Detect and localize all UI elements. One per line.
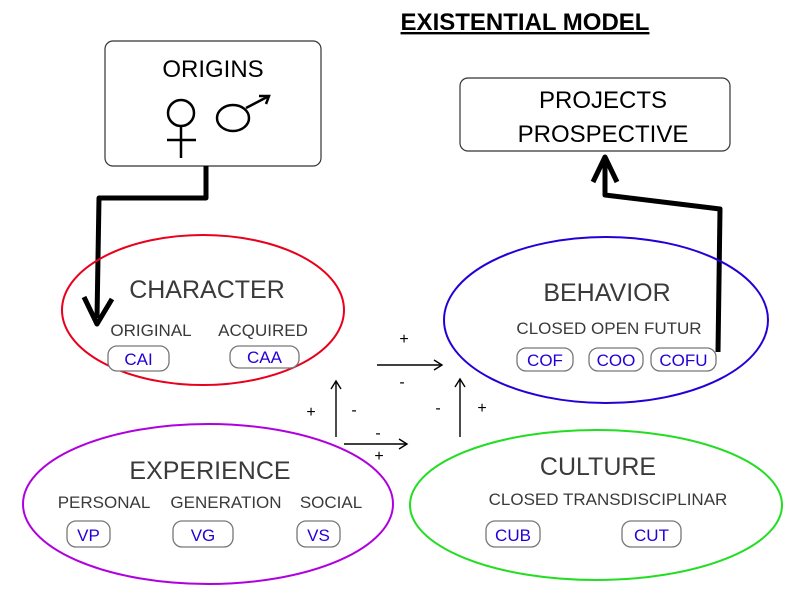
experience-label-social: SOCIAL [300, 493, 362, 512]
culture-to-behavior-arrow [454, 377, 466, 437]
character-to-behavior-arrow [377, 359, 444, 371]
badge-cof[interactable]: COF [516, 347, 574, 372]
sign-char-behavior-top: + [399, 331, 408, 348]
behavior-title: BEHAVIOR [543, 279, 670, 307]
badge-coo-frame [588, 347, 644, 372]
badge-cofu[interactable]: COFU [650, 347, 717, 372]
badge-coo[interactable]: COO [588, 347, 644, 372]
behavior-ellipse [443, 236, 769, 404]
sign-exp-culture-top: - [375, 425, 380, 442]
origins-box-frame [104, 40, 322, 167]
badge-cub-frame [485, 520, 541, 548]
sign-exp-char-left: + [306, 404, 315, 421]
badge-cub-label: CUB [495, 526, 531, 545]
badge-vs[interactable]: VS [296, 520, 341, 548]
badge-caa-frame [229, 345, 300, 369]
experience-label-generation: GENERATION [170, 493, 281, 512]
male-symbol-icon [215, 94, 271, 133]
badge-vp-frame [66, 520, 111, 548]
projects-box-frame [459, 77, 731, 152]
badge-cofu-frame [650, 347, 717, 372]
experience-label-personal: PERSONAL [58, 493, 151, 512]
badge-cai-frame [107, 345, 170, 372]
origins-label: ORIGINS [162, 56, 263, 83]
character-label-original: ORIGINAL [110, 321, 191, 340]
badge-cofu-label: COFU [659, 351, 707, 370]
projects-box: PROJECTS PROSPECTIVE [459, 77, 731, 152]
badge-vp-label: VP [77, 526, 100, 545]
badge-cub[interactable]: CUB [485, 520, 541, 548]
badge-cai[interactable]: CAI [107, 345, 170, 372]
culture-subtitle: CLOSED TRANSDISCIPLINAR [489, 490, 728, 509]
behavior-subtitle: CLOSED OPEN FUTUR [516, 319, 701, 338]
badge-caa-label: CAA [247, 348, 283, 367]
culture-ellipse [409, 429, 783, 581]
projects-line1: PROJECTS [539, 87, 667, 114]
badge-vg[interactable]: VG [172, 520, 234, 548]
female-symbol-icon [166, 98, 196, 158]
experience-ellipse [22, 423, 394, 585]
projects-line2: PROSPECTIVE [518, 121, 689, 148]
origins-to-character-arrow [81, 166, 209, 327]
badge-cut-frame [621, 520, 682, 548]
behavior-node: BEHAVIOR CLOSED OPEN FUTUR COF COO COFU [443, 236, 769, 404]
badge-cof-label: COF [527, 351, 563, 370]
badge-vp[interactable]: VP [66, 520, 111, 548]
badge-cof-frame [516, 347, 574, 372]
badge-cut[interactable]: CUT [621, 520, 682, 548]
culture-node: CULTURE CLOSED TRANSDISCIPLINAR CUB CUT [409, 429, 783, 581]
badge-cut-label: CUT [634, 526, 669, 545]
sign-char-behavior-bottom: - [399, 374, 404, 391]
badge-caa[interactable]: CAA [229, 345, 300, 369]
character-ellipse [61, 234, 345, 386]
badge-vg-label: VG [191, 526, 216, 545]
badge-vs-label: VS [307, 526, 330, 545]
behavior-to-projects-arrow [590, 154, 723, 353]
diagram-title: EXISTENTIAL MODEL [401, 9, 650, 36]
badge-cai-label: CAI [124, 350, 152, 369]
badge-vg-frame [172, 520, 234, 548]
sign-exp-culture-bottom: + [374, 448, 383, 465]
experience-title: EXPERIENCE [129, 457, 290, 485]
culture-title: CULTURE [540, 453, 656, 481]
character-node: CHARACTER ORIGINAL ACQUIRED CAI CAA [61, 234, 345, 386]
sign-culture-behavior-left: - [435, 400, 440, 417]
origins-box: ORIGINS [104, 40, 322, 167]
badge-coo-label: COO [597, 351, 636, 370]
experience-node: EXPERIENCE PERSONAL GENERATION SOCIAL VP… [22, 423, 394, 585]
character-label-acquired: ACQUIRED [218, 321, 308, 340]
sign-exp-char-right: - [351, 402, 356, 419]
experience-to-culture-arrow [344, 438, 409, 450]
experience-to-character-arrow [330, 379, 342, 437]
character-title: CHARACTER [129, 276, 285, 304]
sign-culture-behavior-right: + [477, 400, 486, 417]
badge-vs-frame [296, 520, 341, 548]
